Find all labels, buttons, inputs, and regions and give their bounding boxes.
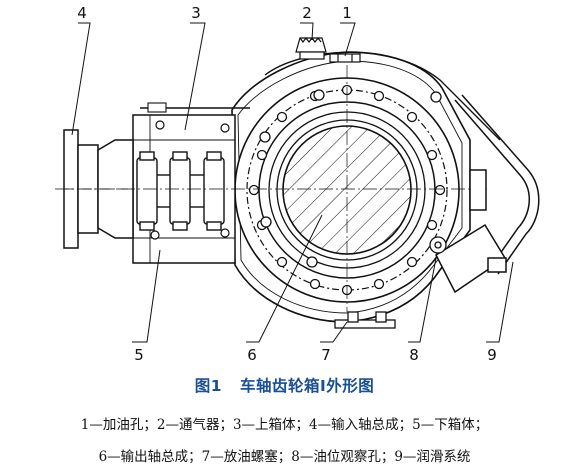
gearbox-drawing: 4 3 2 1 5 6 7 8 9: [55, 4, 540, 364]
oil-level-sight: [429, 236, 447, 254]
bolt-holes: [248, 84, 446, 296]
callout-8: 8: [409, 346, 419, 364]
input-flange: [63, 129, 134, 249]
legend-line-1: 1—加油孔；2—通气器；3—上箱体；4—输入轴总成；5—下箱体；: [80, 417, 489, 433]
callout-6: 6: [247, 346, 257, 364]
callout-4: 4: [77, 4, 87, 22]
callout-9: 9: [487, 346, 497, 364]
input-coupling: [136, 151, 225, 231]
drain-plug: [334, 311, 396, 329]
lubrication-system: [435, 94, 540, 294]
callout-2: 2: [302, 4, 312, 22]
figure-number: 图1: [194, 377, 222, 395]
callout-3: 3: [191, 4, 201, 22]
leader-lines: [71, 22, 514, 343]
callout-numbers: 4 3 2 1 5 6 7 8 9: [77, 4, 497, 364]
callout-7: 7: [321, 346, 331, 364]
legend-line-2: 6—输出轴总成；7—放油螺塞；8—油位观察孔；9—润滑系统: [98, 449, 471, 465]
figure-caption: 图1 车轴齿轮箱Ⅰ外形图: [0, 374, 569, 396]
output-shaft-assembly: [234, 77, 460, 303]
oil-fill-plug: [329, 53, 361, 63]
input-shaft-housing-bolts: [150, 120, 230, 240]
callout-5: 5: [134, 346, 144, 364]
lubrication-pipe-top: [264, 51, 501, 141]
pipe-fitting: [147, 102, 167, 113]
callout-1: 1: [342, 4, 352, 22]
breather: [295, 37, 327, 60]
figure-title: 车轴齿轮箱Ⅰ外形图: [240, 377, 375, 395]
